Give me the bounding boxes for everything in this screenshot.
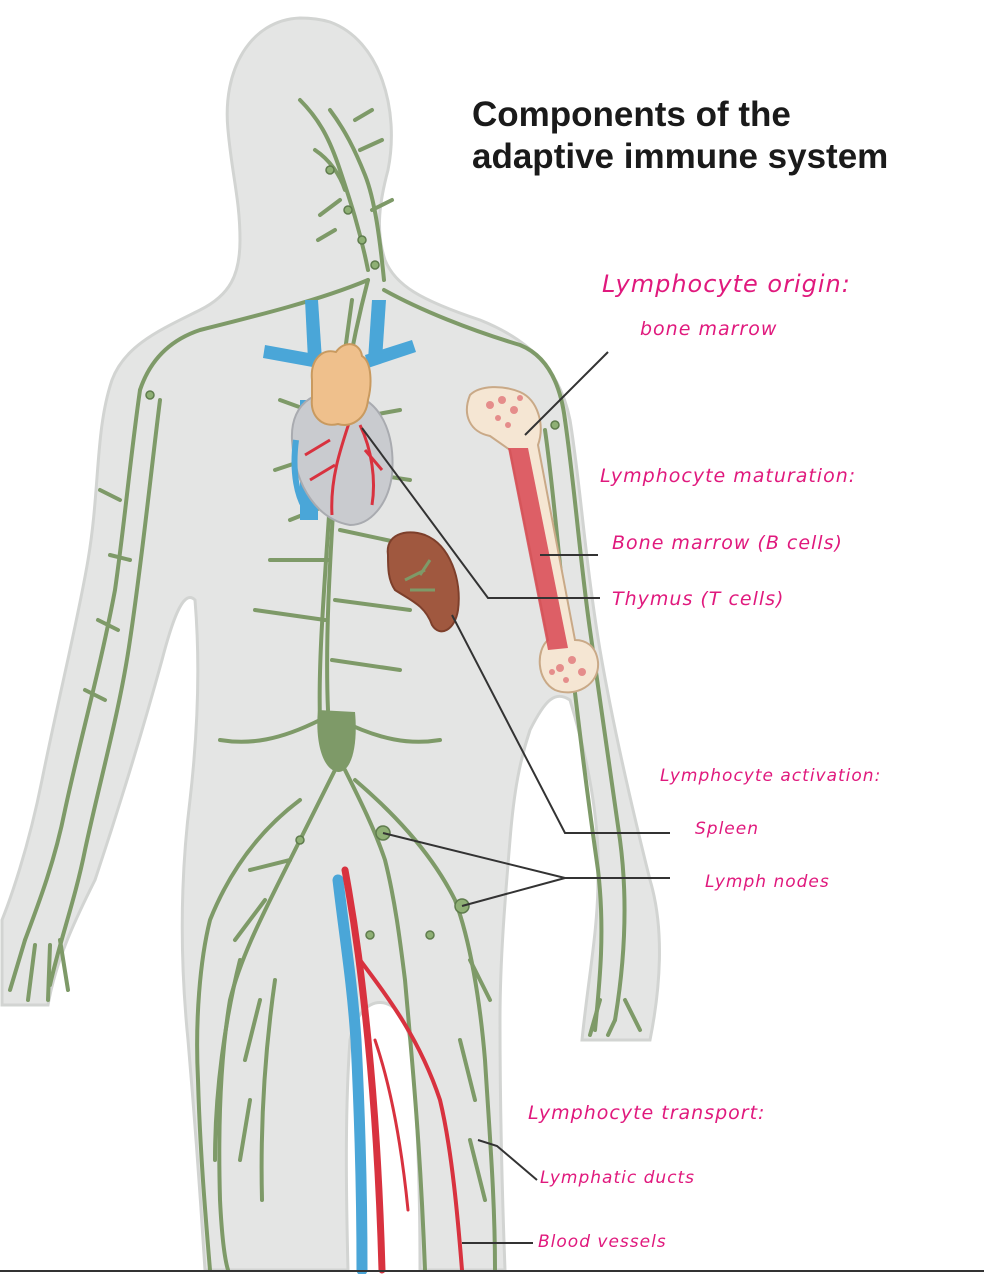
spleen xyxy=(386,531,460,633)
leader-spleen xyxy=(451,614,670,834)
leader-lymphatic xyxy=(477,1139,538,1181)
label-origin-heading: Lymphocyte origin: xyxy=(602,270,851,298)
label-activation-spleen: Spleen xyxy=(695,819,759,839)
label-maturation-bone-marrow: Bone marrow (B cells) xyxy=(612,532,843,554)
coronary-vessels xyxy=(304,419,384,516)
leader-lines xyxy=(361,351,670,1244)
thymus xyxy=(310,343,372,426)
leg-blood-vessels xyxy=(332,866,464,1274)
pulmonary-artery xyxy=(291,439,313,518)
label-origin-site: bone marrow xyxy=(640,318,778,340)
label-maturation-heading: Lymphocyte maturation: xyxy=(600,465,857,487)
diagram-title: Components of the adaptive immune system xyxy=(472,94,972,178)
leader-origin xyxy=(524,351,609,436)
label-activation-lymph-nodes: Lymph nodes xyxy=(705,872,830,892)
leader-thymus xyxy=(361,427,600,599)
humerus-bone xyxy=(465,386,600,694)
title-line-2: adaptive immune system xyxy=(472,137,889,176)
bottom-divider xyxy=(0,1270,984,1272)
splenic-branches xyxy=(404,559,435,592)
label-maturation-thymus: Thymus (T cells) xyxy=(612,588,785,610)
label-transport-blood: Blood vessels xyxy=(538,1232,667,1252)
label-transport-heading: Lymphocyte transport: xyxy=(528,1102,766,1124)
label-activation-heading: Lymphocyte activation: xyxy=(660,766,882,786)
label-transport-lymphatic: Lymphatic ducts xyxy=(540,1168,696,1188)
cisterna-chyli xyxy=(317,710,356,772)
leader-lymph-nodes xyxy=(382,832,670,907)
title-line-1: Components of the xyxy=(472,95,791,134)
